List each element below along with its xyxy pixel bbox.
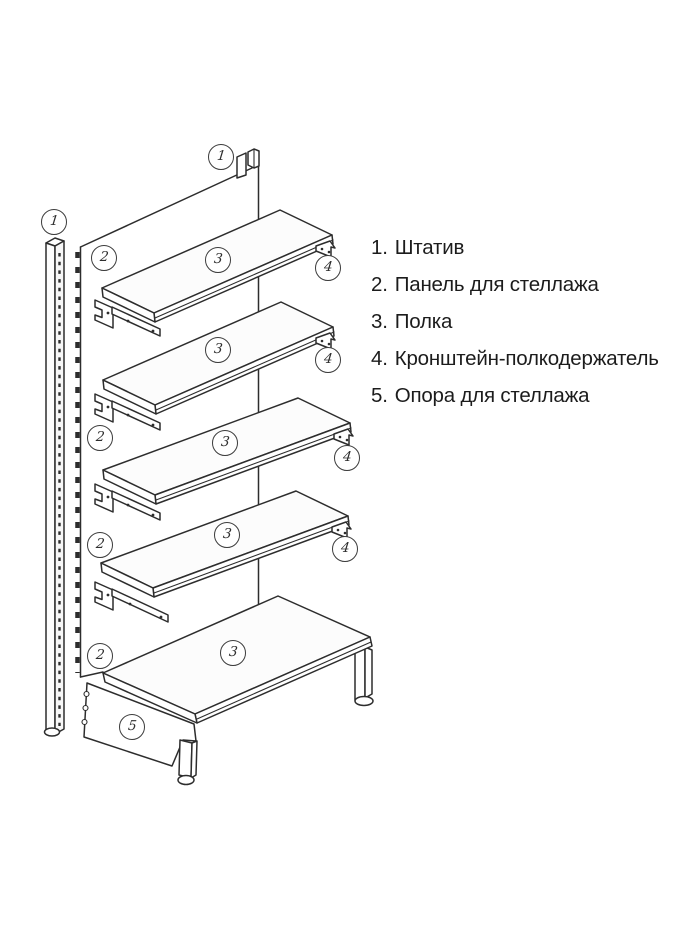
- bracket-right-3: [333, 428, 354, 446]
- bracket-right-4: [331, 521, 352, 539]
- callout-2-panel-1: 2: [91, 245, 117, 271]
- legend-item-label: Кронштейн-полкодержатель: [394, 347, 659, 370]
- base-support: [81, 595, 374, 786]
- legend-item-2: 2. Панель для стеллажа: [371, 266, 659, 303]
- callout-1-top-hook: 1: [208, 144, 234, 170]
- legend-item-number: 1.: [371, 236, 388, 259]
- legend-item-number: 2.: [371, 273, 388, 296]
- legend-item-number: 4.: [371, 347, 388, 370]
- callout-4-bracket-1: 4: [315, 255, 341, 281]
- callout-2-panel-3: 2: [87, 532, 113, 558]
- bracket-left-3: [94, 483, 161, 521]
- callout-3-shelf-4: 3: [214, 522, 240, 548]
- legend-item-number: 3.: [371, 310, 388, 333]
- legend-item-number: 5.: [371, 384, 388, 407]
- callout-4-bracket-3: 4: [334, 445, 360, 471]
- rail-foot: [43, 727, 61, 737]
- bracket-right-1: [315, 240, 336, 258]
- bracket-left-4: [94, 581, 169, 623]
- base-foot-front: [177, 774, 195, 786]
- legend-item-label: Полка: [394, 310, 453, 333]
- legend-item-4: 4. Кронштейн-полкодержатель: [371, 340, 659, 377]
- callout-5-base-panel: 5: [119, 714, 145, 740]
- callout-3-shelf-2: 3: [205, 337, 231, 363]
- bracket-left-2: [94, 393, 161, 431]
- top-hook: [236, 148, 260, 179]
- legend-item-label: Штатив: [394, 236, 465, 259]
- callout-3-shelf-1: 3: [205, 247, 231, 273]
- base-foot-right: [354, 695, 374, 707]
- parts-legend: 1. Штатив 2. Панель для стеллажа 3. Полк…: [371, 229, 659, 414]
- callout-2-panel-4: 2: [87, 643, 113, 669]
- callout-3-shelf-3: 3: [212, 430, 238, 456]
- callout-2-panel-2: 2: [87, 425, 113, 451]
- back-panel: [75, 165, 260, 678]
- callout-3-base-shelf: 3: [220, 640, 246, 666]
- bracket-right-2: [315, 332, 336, 350]
- legend-item-3: 3. Полка: [371, 303, 659, 340]
- legend-item-1: 1. Штатив: [371, 229, 659, 266]
- legend-item-label: Опора для стеллажа: [394, 384, 590, 407]
- legend-item-5: 5. Опора для стеллажа: [371, 377, 659, 414]
- callout-4-bracket-4: 4: [332, 536, 358, 562]
- bracket-left-1: [94, 299, 161, 337]
- callout-1-rail: 1: [41, 209, 67, 235]
- callout-4-bracket-2: 4: [315, 347, 341, 373]
- upright-rail: [43, 237, 65, 737]
- legend-item-label: Панель для стеллажа: [394, 273, 599, 296]
